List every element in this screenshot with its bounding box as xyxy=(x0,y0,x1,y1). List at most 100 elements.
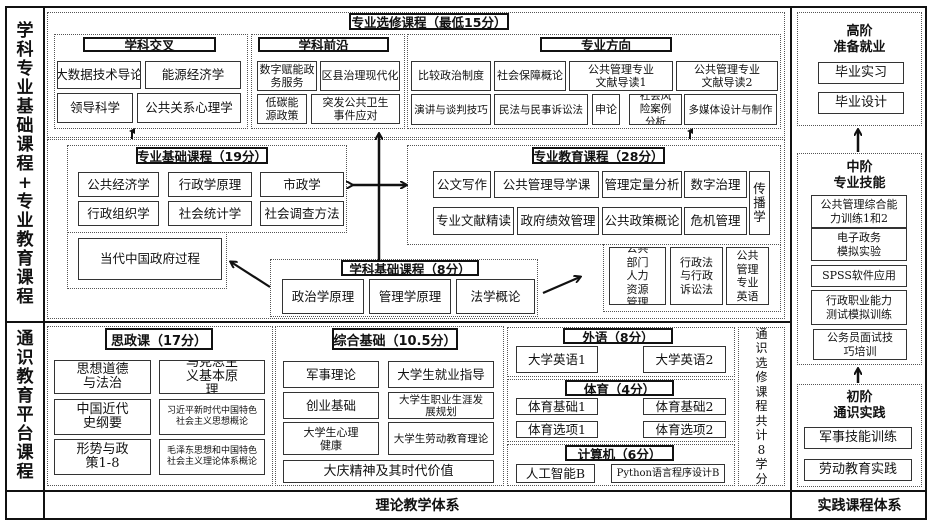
computer-title: 计算机（6分） xyxy=(565,445,674,462)
course-box: 市政学 xyxy=(260,172,344,197)
course-box: 管理学原理 xyxy=(369,279,451,314)
course-box: 大学生职业生涯发展规划 xyxy=(388,392,494,419)
stage-name: 通识实践 xyxy=(833,406,886,421)
cross-discipline-group xyxy=(54,34,248,129)
course-box: 公共管理专业文献导读1 xyxy=(569,61,673,91)
cross-discipline-title: 学科交叉 xyxy=(83,37,216,53)
label-char: 教 xyxy=(16,367,34,387)
course-box: 军事技能训练 xyxy=(804,427,912,449)
ideology-title: 思政课（17分） xyxy=(105,328,213,350)
stage-level: 初阶 xyxy=(846,390,873,405)
label-char: 通 xyxy=(16,329,34,349)
label-char: 课 xyxy=(16,443,34,463)
course-box: 行政学原理 xyxy=(168,172,252,197)
course-box: 公共关系心理学 xyxy=(137,93,241,123)
label-char: 平 xyxy=(16,405,34,425)
course-box: 政治学原理 xyxy=(282,279,364,314)
practice-mid-group xyxy=(797,153,922,365)
note-char: 识 xyxy=(755,341,768,356)
label-char: 育 xyxy=(16,386,34,406)
footer-theory-system: 理论教学体系 xyxy=(375,498,460,514)
course-box: 大数据技术导论 xyxy=(57,61,141,89)
course-box: 比较政治制度 xyxy=(411,61,491,91)
course-box: 多媒体设计与制作 xyxy=(684,94,777,125)
course-box: 体育基础2 xyxy=(643,398,726,415)
course-box: 社会保障概论 xyxy=(494,61,566,91)
course-box: 大学生心理健康 xyxy=(283,422,379,455)
major-education-title: 专业教育课程（28分） xyxy=(532,147,665,164)
note-char: 计 xyxy=(755,428,768,443)
note-char: 通 xyxy=(755,326,768,341)
stage-level: 高阶 xyxy=(846,24,873,39)
major-direction-title: 专业方向 xyxy=(540,37,672,53)
discipline-basic-group xyxy=(270,259,538,317)
course-box: 公务员面试技巧培训 xyxy=(813,329,907,360)
course-box: 区县治理现代化 xyxy=(320,61,400,91)
discipline-basic-title: 学科基础课程（8分） xyxy=(341,260,479,277)
course-box: 行政组织学 xyxy=(78,201,159,226)
course-box: Python语言程序设计B xyxy=(611,464,725,483)
course-box: 形势与政策1-8 xyxy=(54,439,151,475)
course-box: 公共管理综合能力训练1和2 xyxy=(811,195,907,228)
course-box: 体育选项2 xyxy=(643,421,726,438)
stage-name: 准备就业 xyxy=(833,40,886,55)
course-box: 演讲与谈判技巧 xyxy=(411,94,491,125)
general-basic-title: 综合基础（10.5分） xyxy=(332,328,458,350)
practice-high-title: 高阶 准备就业 xyxy=(797,24,922,56)
course-box: 军事理论 xyxy=(283,361,379,388)
course-box: 电子政务模拟实验 xyxy=(811,228,907,261)
course-box: 劳动教育实践 xyxy=(804,459,912,481)
label-char: 业 xyxy=(16,210,34,231)
course-box: 申论 xyxy=(592,94,620,125)
note-char: 学 xyxy=(755,457,768,472)
course-box: 社会调查方法 xyxy=(260,201,344,226)
label-char: 程 xyxy=(16,153,34,174)
course-box: 毕业实习 xyxy=(818,62,904,84)
label-char: 学 xyxy=(16,20,34,41)
label-char: 业 xyxy=(16,77,34,98)
footer-practice-system: 实践课程体系 xyxy=(817,498,902,514)
course-box: 传播学 xyxy=(749,171,770,235)
course-box: 毕业设计 xyxy=(818,92,904,114)
note-char: 课 xyxy=(755,384,768,399)
course-box: 大学生劳动教育理论 xyxy=(388,422,494,455)
note-char: 共 xyxy=(755,413,768,428)
practice-high-group xyxy=(797,12,922,126)
course-box: 低碳能源政策 xyxy=(257,94,307,124)
label-char: + xyxy=(17,172,33,193)
frontier-title: 学科前沿 xyxy=(258,37,389,53)
label-char: 识 xyxy=(16,348,34,368)
label-char: 程 xyxy=(16,462,34,482)
course-box: 政府绩效管理 xyxy=(517,207,599,235)
label-char: 教 xyxy=(16,229,34,250)
course-box: SPSS软件应用 xyxy=(811,265,907,287)
note-char: 分 xyxy=(755,471,768,486)
language-group xyxy=(507,327,735,377)
major-education-group xyxy=(407,145,781,245)
pe-group xyxy=(507,379,735,442)
general-basic-group xyxy=(275,326,504,486)
course-box: 行政职业能力测试模拟训练 xyxy=(811,290,907,325)
course-box: 当代中国政府过程 xyxy=(78,238,222,280)
course-box: 思想道德与法治 xyxy=(54,360,151,394)
course-box: 人工智能B xyxy=(516,464,595,483)
course-box: 社会风险案例分析 xyxy=(629,94,682,125)
course-box: 公共政策概论 xyxy=(602,207,682,235)
course-box: 管理定量分析 xyxy=(602,171,682,198)
course-box: 领导科学 xyxy=(57,93,133,123)
practice-low-group xyxy=(797,384,922,487)
course-box: 公共经济学 xyxy=(78,172,159,197)
course-box: 专业文献精读 xyxy=(433,207,514,235)
label-char: 础 xyxy=(16,115,34,136)
frontier-group xyxy=(251,34,405,129)
label-char: 科 xyxy=(16,39,34,60)
course-box: 大庆精神及其时代价值 xyxy=(283,460,494,483)
label-char: 专 xyxy=(16,58,34,79)
course-box: 大学生就业指导 xyxy=(388,361,494,388)
course-box: 危机管理 xyxy=(684,207,747,235)
left-column-divider xyxy=(43,6,45,520)
course-box: 行政法与行政诉讼法 xyxy=(670,247,723,305)
note-char: 修 xyxy=(755,370,768,385)
electives-section xyxy=(47,12,785,138)
pe-title: 体育（4分） xyxy=(565,380,674,397)
